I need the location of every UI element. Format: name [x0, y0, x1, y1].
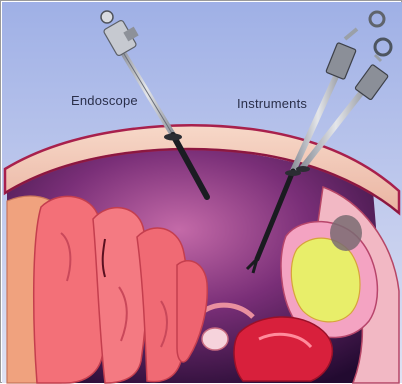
dark-lesion	[330, 215, 362, 251]
instruments-label: Instruments	[237, 96, 307, 111]
uterus-organ	[234, 317, 332, 381]
endoscope-label: Endoscope	[71, 93, 138, 108]
ovary	[202, 328, 228, 350]
organ-yellow-core	[291, 238, 360, 322]
